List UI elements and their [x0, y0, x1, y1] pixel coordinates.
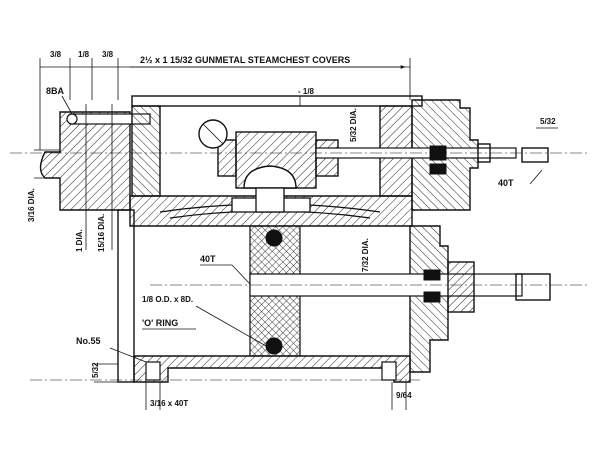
dim-sixteenth: - 1/8: [298, 87, 315, 96]
steamchest-upper: - 1/8 8BA 5/32 DIA. 5/32 40T: [10, 86, 590, 211]
bottom-dimensions: 3/16 x 40T 9/64: [145, 382, 412, 410]
mid-labels: 40T 1/8 O.D. x 8D. 'O' RING: [142, 254, 267, 347]
dim-piston-rod: 7/32 DIA.: [361, 238, 370, 272]
dim-top-c: 3/8: [102, 50, 114, 59]
dim-rod-end: 5/32: [540, 117, 556, 126]
cylinder-lower: 7/32 DIA.: [30, 209, 590, 383]
drawing-title: 2½ x 1 15/32 GUNMETAL STEAMCHEST COVERS: [140, 55, 350, 65]
top-dimensions: 3/8 1/8 3/8 2½ x 1 15/32 GUNMETAL STEAMC…: [39, 50, 411, 150]
dim-five-32: 5/32: [91, 362, 100, 378]
label-40t-mid: 40T: [200, 254, 216, 264]
label-oring: 'O' RING: [142, 318, 178, 328]
left-dimensions: 3/16 DIA. 1 DIA. 15/16 DIA. No.55 5/32: [27, 104, 147, 383]
dim-fifteen-dia: 15/16 DIA.: [97, 214, 106, 252]
label-oring-size: 1/8 O.D. x 8D.: [142, 295, 193, 304]
dim-one-dia: 1 DIA.: [75, 229, 84, 252]
label-no55: No.55: [76, 336, 101, 346]
dim-valve-rod: 5/32 DIA.: [349, 108, 358, 142]
dim-top-b: 1/8: [78, 50, 90, 59]
dim-thread: 8BA: [46, 86, 65, 96]
dim-top-a: 3/8: [50, 50, 62, 59]
label-40t-right: 40T: [498, 178, 514, 188]
dim-nine-64: 9/64: [396, 391, 412, 400]
dim-boss-dia: 3/16 DIA.: [27, 188, 36, 222]
port-plate: [129, 187, 413, 227]
dim-bottom-stud: 3/16 x 40T: [150, 399, 188, 408]
